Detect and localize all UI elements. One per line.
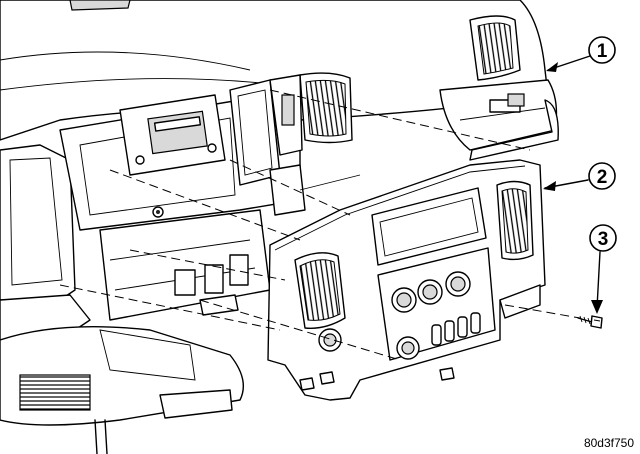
figure-code: 80d3f750	[583, 436, 634, 450]
callout-1-label: 1	[597, 41, 608, 62]
callout-1: 1	[546, 36, 616, 72]
alignment-lines	[59, 89, 581, 361]
callout-3: 3	[589, 224, 617, 314]
instrument-panel	[0, 0, 559, 454]
callout-2: 2	[543, 162, 616, 191]
bezel-screw	[577, 315, 603, 329]
center-bezel	[267, 159, 546, 401]
callout-3-label: 3	[598, 229, 609, 250]
callout-2-label: 2	[597, 167, 608, 188]
